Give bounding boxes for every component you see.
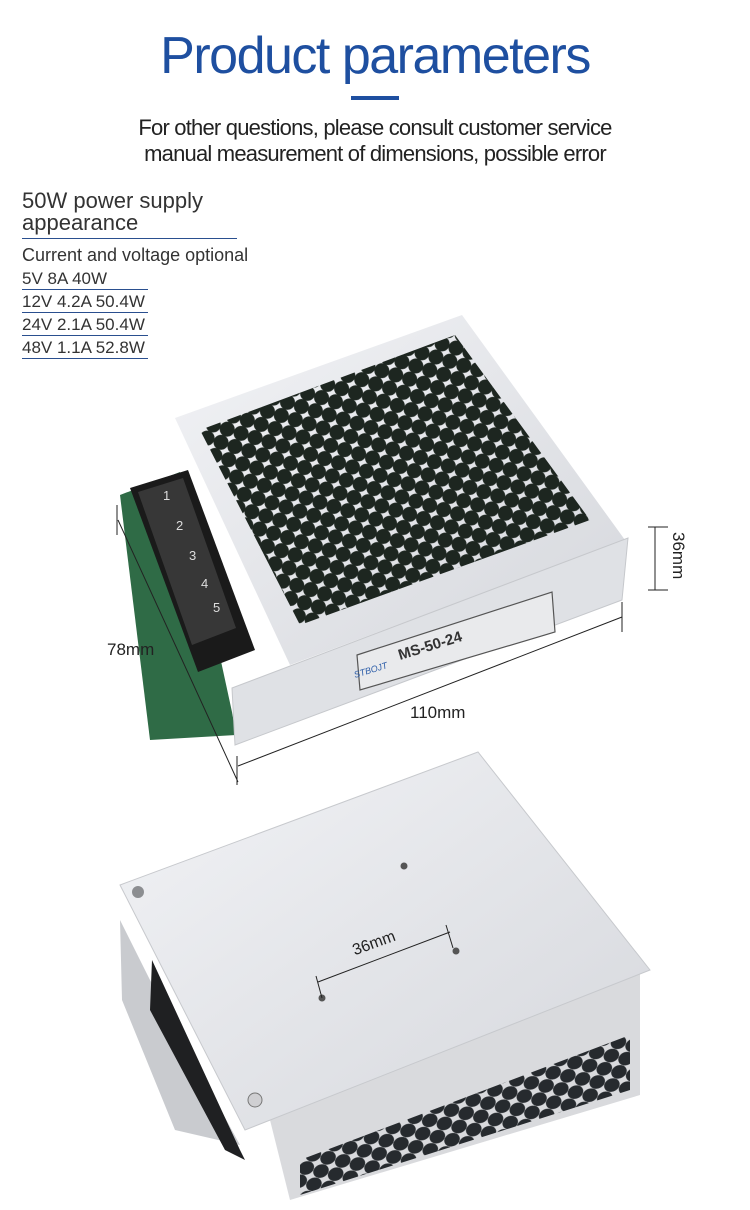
spec-option: 5V 8A 40W [22,268,148,290]
spec-option: 24V 2.1A 50.4W [22,314,148,336]
svg-text:1: 1 [163,488,170,503]
spec-option: 48V 1.1A 52.8W [22,337,148,359]
spec-subheading: Current and voltage optional [22,245,249,265]
svg-text:5: 5 [213,600,220,615]
spec-heading-line-1: 50W power supply [22,188,203,213]
subtitle-line-2: manual measurement of dimensions, possib… [144,141,607,166]
svg-text:3: 3 [189,548,196,563]
spec-panel: 50W power supply appearance Current and … [22,190,248,359]
power-supply-top-view: MS-50-24 STBOJT 1 2 3 4 5 [120,315,629,746]
depth-dimension-label: 78mm [107,640,155,659]
length-dimension-label: 110mm [410,703,466,722]
spec-heading: 50W power supply appearance [22,190,237,239]
spec-option: 12V 4.2A 50.4W [22,291,148,313]
power-supply-bottom-view [119,751,651,1200]
title-underline [351,96,399,100]
height-dimension-label: 36mm [669,532,688,580]
subtitle-line-1: For other questions, please consult cust… [138,115,612,140]
svg-text:4: 4 [201,576,208,591]
dimension-lines [116,505,668,785]
svg-text:2: 2 [176,518,183,533]
page-title: Product parameters [160,27,591,85]
spec-heading-line-2: appearance [22,210,139,235]
